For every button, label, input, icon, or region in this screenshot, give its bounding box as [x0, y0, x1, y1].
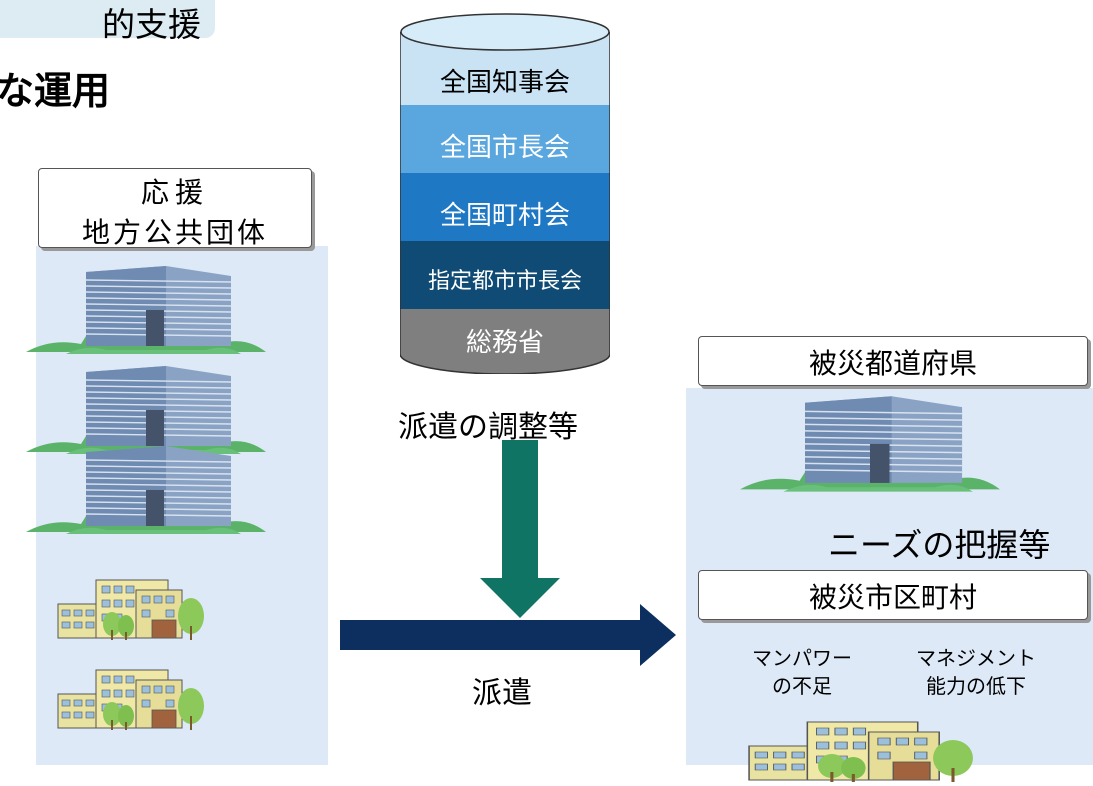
supporting-government-label: 応援 地方公共団体: [38, 168, 312, 249]
supporting-label-line1: 応援: [140, 176, 209, 209]
layer-label-3: 全国町村会: [439, 201, 570, 231]
supporting-label-line2: 地方公共団体: [81, 216, 268, 249]
affected-prefecture-label: 被災都道府県: [698, 336, 1088, 386]
dispatch-label: 派遣: [472, 676, 532, 711]
layer-label-5: 総務省: [465, 328, 544, 358]
office-building-icon: [26, 266, 266, 356]
coordination-caption: 派遣の調整等: [398, 410, 578, 445]
office-building-icon: [740, 396, 1000, 494]
layer-label-1: 全国知事会: [439, 68, 570, 98]
school-building-icon: [56, 654, 206, 734]
cylinder-shape: [400, 13, 610, 374]
issue-management: マネジメント 能力の低下: [916, 644, 1036, 700]
school-building-icon: [56, 564, 206, 644]
affected-municipality-text: 被災市区町村: [808, 581, 977, 614]
dispatch-arrow: [340, 604, 676, 666]
down-arrow: [480, 440, 560, 618]
issue-manpower: マンパワー の不足: [752, 644, 852, 700]
issue-manpower-line2: の不足: [772, 674, 832, 698]
cylinder-top: [400, 13, 610, 51]
layer-4-fill: [400, 241, 610, 309]
affected-municipality-label: 被災市区町村: [698, 570, 1088, 620]
issue-manpower-line1: マンパワー: [752, 646, 852, 670]
affected-prefecture-text: 被災都道府県: [808, 347, 977, 380]
layer-3-fill: [400, 173, 610, 241]
header-tag-text: 的支援: [102, 5, 201, 44]
header-subtitle: な運用: [0, 69, 111, 113]
layer-label-4: 指定都市市長会: [427, 269, 582, 294]
layer-2-fill: [400, 105, 610, 173]
layer-label-2: 全国市長会: [439, 133, 570, 163]
coordination-bodies-cylinder: 全国知事会 全国市長会 全国町村会 指定都市市長会 総務省: [400, 12, 610, 374]
left-panel: [36, 246, 328, 765]
issue-management-line2: 能力の低下: [926, 674, 1026, 698]
issue-management-line1: マネジメント: [916, 646, 1036, 670]
header-tag: 的支援: [0, 0, 215, 44]
needs-label: ニーズの把握等: [828, 526, 1051, 564]
office-building-icon: [26, 446, 266, 536]
office-building-icon: [26, 366, 266, 456]
school-building-icon: [746, 706, 976, 786]
